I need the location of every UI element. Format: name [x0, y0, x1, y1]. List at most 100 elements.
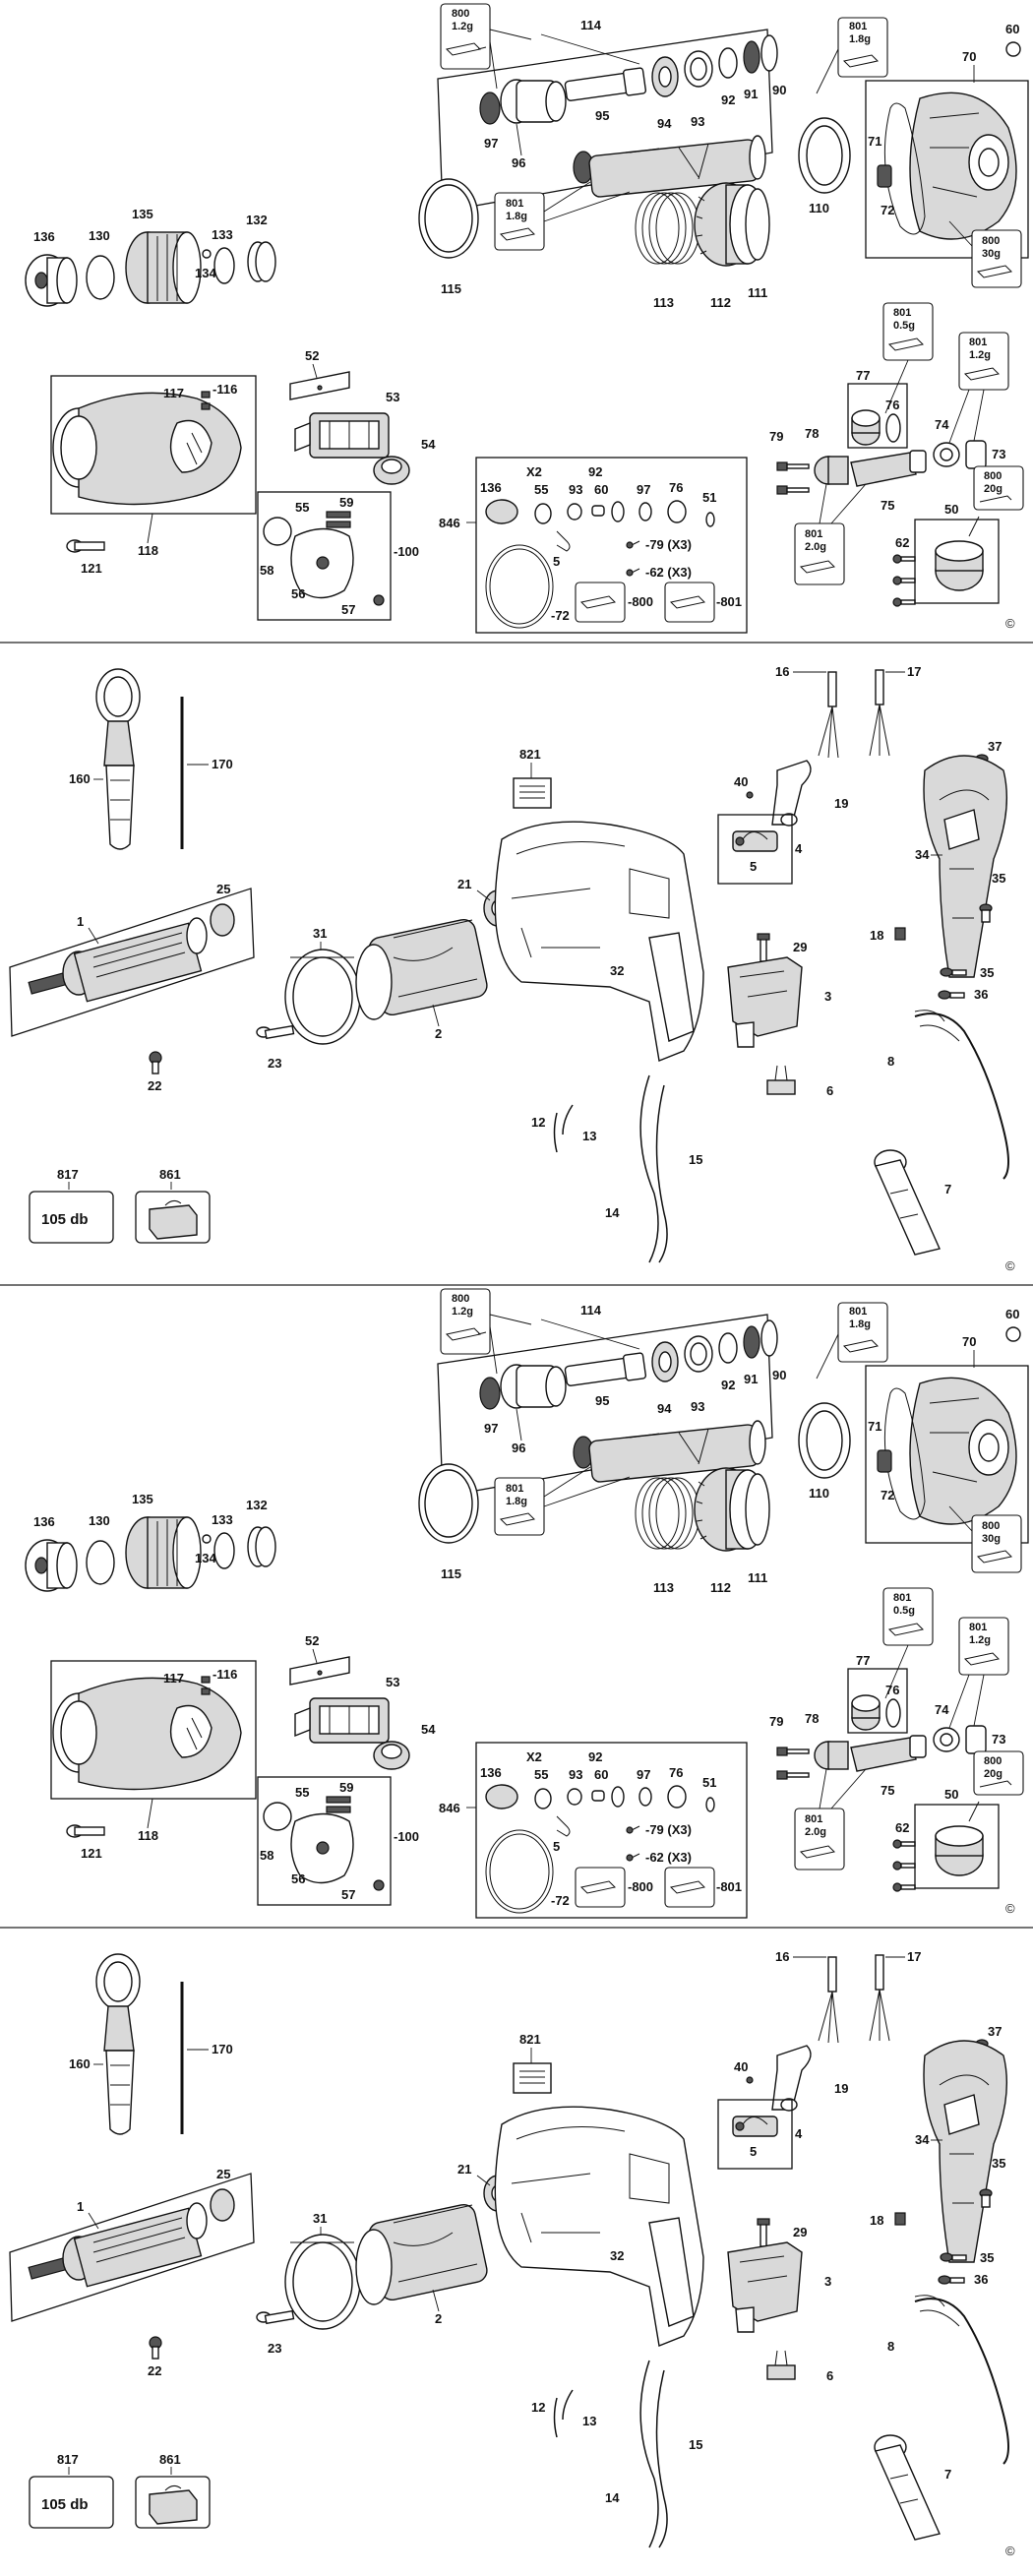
callout-label: 76 — [669, 480, 683, 495]
part-77-bearing — [851, 1694, 881, 1731]
part-35-screw-top — [979, 903, 993, 923]
callout-label: -100 — [394, 544, 419, 559]
callout-label: 31 — [313, 926, 327, 941]
callout-label: 52 — [305, 1633, 319, 1648]
panel-motor-assembly-2: 160 170 1 25 22 — [9, 1949, 1015, 2558]
panel-gear-assembly-2: 114 800 1.2g 97 96 95 — [25, 1288, 1029, 1919]
grease-tag-text: 801 — [969, 337, 987, 348]
grease-tag-801-20g: 801 2.0g — [794, 1808, 845, 1871]
part-14-wire — [639, 1074, 659, 1263]
callout-label: 114 — [580, 1303, 602, 1318]
callout-label: 17 — [907, 1949, 921, 1964]
part-54-knob — [373, 1741, 410, 1770]
callout-label: 97 — [484, 1421, 498, 1436]
callout-label: 846 — [439, 1801, 460, 1815]
callout-label: 14 — [605, 2490, 620, 2505]
callout-label: 57 — [341, 602, 355, 617]
part-74-73 — [933, 440, 987, 469]
grease-tag-800-20g: 800 20g — [973, 465, 1024, 511]
callout-label: 79 — [769, 1714, 783, 1729]
part-34-handle — [923, 755, 1007, 978]
part-133-ring — [213, 1532, 235, 1569]
part-92-washer — [718, 47, 738, 79]
callout-label: 6 — [826, 1083, 833, 1098]
callout-label: 97 — [637, 482, 650, 497]
grease-tag-801-mid: 801 1.8g — [494, 1477, 545, 1536]
copyright-mark: © — [1005, 1901, 1015, 1916]
grease-tag-text: 800 — [982, 235, 1000, 247]
callout-label: 13 — [582, 2414, 596, 2428]
callout-label: 35 — [992, 871, 1005, 886]
part-7-sleeve — [874, 2434, 941, 2541]
part-15-wire — [655, 2369, 668, 2548]
callout-label: 112 — [710, 1580, 731, 1595]
callout-label: 59 — [339, 1780, 353, 1795]
callout-label: 93 — [569, 1767, 582, 1782]
part-817-noise-label: 105 db — [29, 1191, 114, 1244]
callout-label: 21 — [457, 877, 471, 891]
part-118-housing — [52, 392, 242, 506]
part-160-side-handle — [95, 668, 141, 850]
callout-label: 50 — [944, 502, 958, 517]
callout-label: 76 — [885, 398, 899, 412]
part-14-wire — [639, 2360, 659, 2548]
part-56-selector — [290, 527, 354, 599]
part-60-pin — [1005, 1326, 1021, 1342]
part-13-wire — [553, 1112, 558, 1153]
part-77-box — [847, 383, 908, 449]
part-53-switch — [294, 412, 390, 459]
armature-box — [9, 2173, 255, 2322]
part-74-73 — [933, 1725, 987, 1754]
part-piston-assembly — [573, 1420, 766, 1483]
callout-label: 111 — [748, 285, 767, 300]
part-12-wire — [562, 2389, 574, 2421]
part-53-switch — [294, 1697, 390, 1744]
grease-tag-text: 1.2g — [452, 21, 473, 32]
part-111-ring — [745, 1473, 770, 1546]
part-35-screw-bottom — [940, 967, 967, 977]
grease-tag-800-20g: 800 20g — [973, 1750, 1024, 1796]
callout-label: 105 db — [41, 2496, 89, 2513]
callout-label: 57 — [341, 1887, 355, 1902]
part-16-brush-holder — [818, 1956, 839, 2044]
callout-label: 55 — [295, 1785, 309, 1800]
part-40-pin — [746, 2076, 754, 2084]
part-95-spindle — [564, 1357, 632, 1386]
callout-label: 71 — [868, 134, 881, 149]
part-1-armature — [28, 2202, 208, 2288]
part-118-housing — [52, 1677, 242, 1791]
callout-label: 32 — [610, 963, 624, 978]
callout-label: 25 — [216, 882, 230, 896]
part-111-ring — [745, 188, 770, 261]
callout-label: 77 — [856, 368, 870, 383]
part-121-screw — [66, 1824, 105, 1838]
part-18-cap — [894, 927, 906, 941]
grease-tag-text: 801 — [969, 1622, 987, 1633]
grease-tag-text: 801 — [805, 528, 822, 540]
brush-box — [717, 2099, 793, 2170]
callout-label: 5 — [553, 554, 560, 569]
grease-tag-text: 800 — [984, 470, 1002, 482]
callout-label: 93 — [691, 114, 704, 129]
panel-motor-assembly-1: 160 170 1 25 22 — [9, 664, 1015, 1273]
copyright-mark: © — [1005, 616, 1015, 631]
callout-label: 92 — [588, 464, 602, 479]
callout-label: -116 — [213, 1667, 237, 1682]
callout-label: 36 — [974, 987, 988, 1002]
callout-label: 77 — [856, 1653, 870, 1668]
callout-label: 58 — [260, 1848, 273, 1863]
callout-label: 121 — [81, 1846, 102, 1861]
callout-label: 170 — [212, 757, 233, 771]
armature-box — [9, 888, 255, 1037]
callout-label: -801 — [716, 1879, 742, 1894]
callout-label: 73 — [992, 1732, 1005, 1747]
part-76-ring — [885, 1698, 901, 1728]
callout-label: 72 — [881, 1488, 894, 1503]
part-2-stator — [355, 2203, 488, 2305]
callout-label: 12 — [531, 1115, 545, 1130]
callout-label: 15 — [689, 2437, 702, 2452]
part-57-screw — [373, 594, 385, 606]
grease-tag-text: 2.0g — [805, 541, 826, 553]
grease-tag-801-mid: 801 1.8g — [494, 192, 545, 251]
callout-label: 8 — [887, 1054, 894, 1069]
